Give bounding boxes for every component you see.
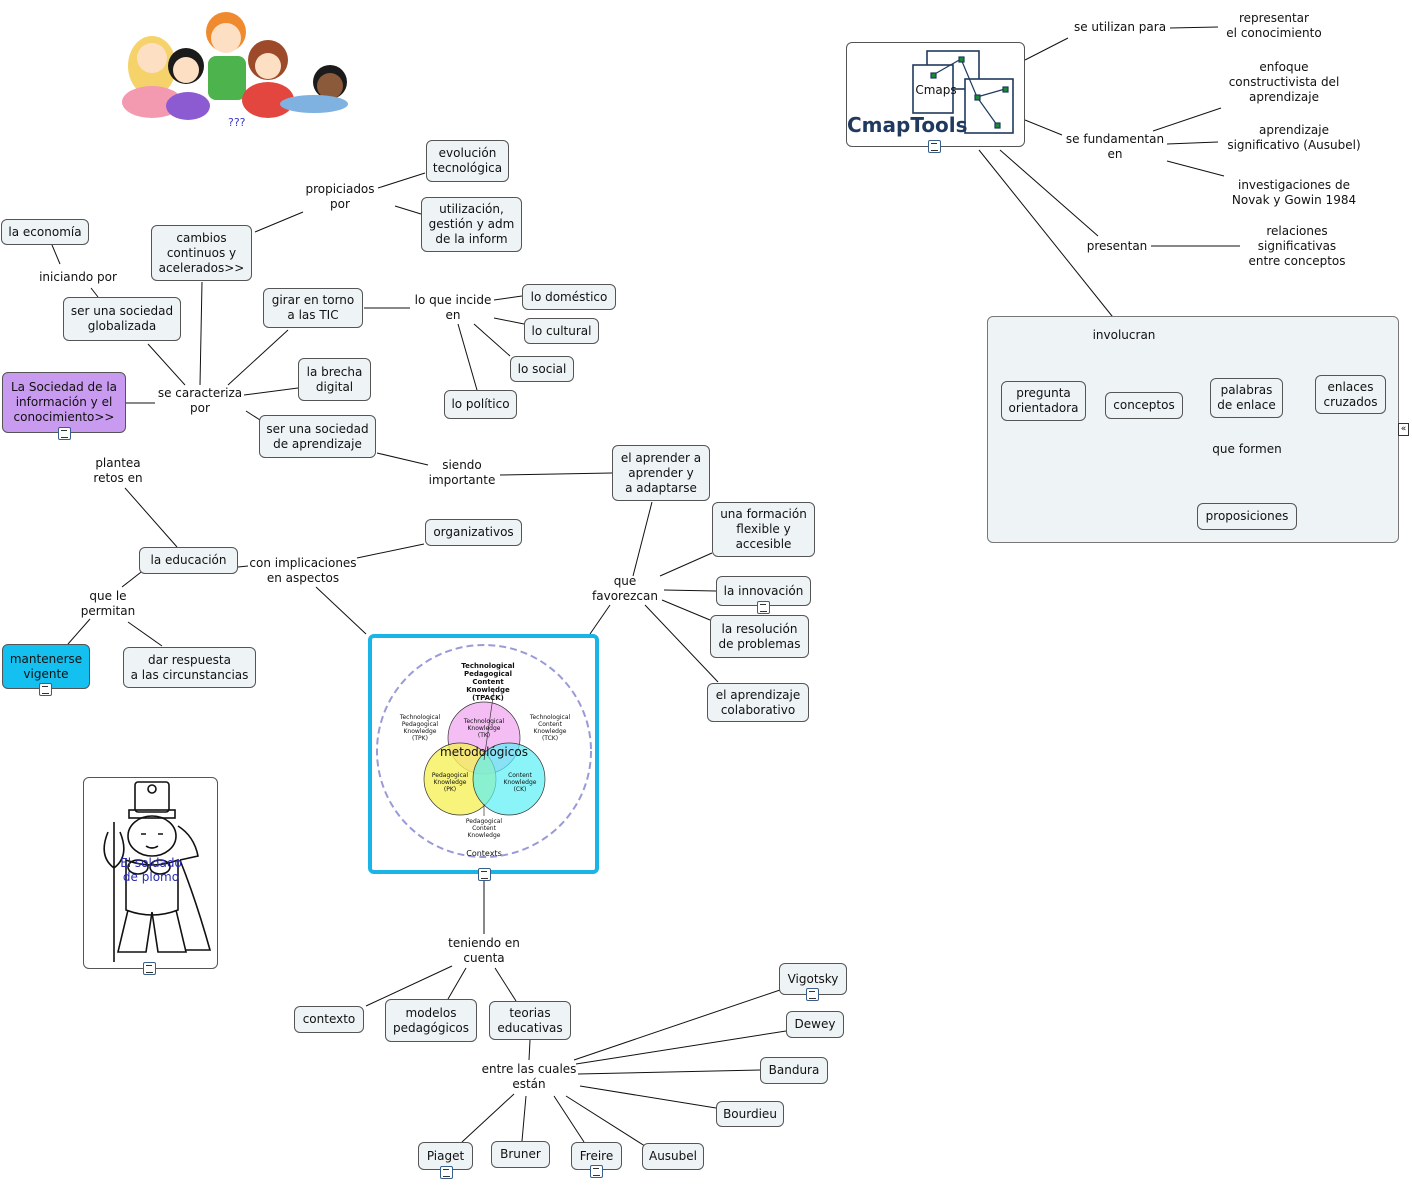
concept-cmaps-logo-image[interactable]: CmapTools Cmaps	[846, 42, 1025, 147]
concept-lo-cultural[interactable]: lo cultural	[524, 318, 599, 344]
tpack-pck-label: Pedagogical Content Knowledge	[465, 818, 503, 839]
concept-la-economia[interactable]: la economía	[1, 219, 89, 245]
tpack-tpk-label: Technological Pedagogical Knowledge (TPK…	[399, 714, 441, 742]
tpack-tk-label: Technological Knowledge (TK)	[463, 718, 505, 739]
concept-utilizacion-informacion[interactable]: utilización, gestión y adm de la inform	[421, 197, 522, 252]
concept-dewey[interactable]: Dewey	[786, 1011, 844, 1038]
concept-teorias-educativas[interactable]: teorias educativas	[489, 1001, 571, 1040]
concept-metodologicos-tpack-image[interactable]: Technological Pedagogical Content Knowle…	[368, 634, 599, 874]
tpack-pk-label: Pedagogical Knowledge (PK)	[431, 772, 469, 793]
link-propiciados-por: propiciados por	[305, 182, 375, 211]
document-icon[interactable]	[478, 868, 491, 881]
tpack-top-label: Technological Pedagogical Content Knowle…	[461, 662, 515, 702]
link-lo-que-incide-en: lo que incide en	[414, 293, 492, 322]
link-con-implicaciones: con implicaciones en aspectos	[249, 556, 357, 585]
concept-ausubel[interactable]: Ausubel	[642, 1143, 704, 1170]
concept-lo-politico[interactable]: lo político	[444, 390, 517, 419]
concept-sociedad-aprendizaje[interactable]: ser una sociedad de aprendizaje	[259, 415, 376, 458]
concept-organizativos[interactable]: organizativos	[425, 519, 522, 546]
concept-la-educacion[interactable]: la educación	[139, 547, 238, 574]
concept-contexto[interactable]: contexto	[294, 1006, 364, 1033]
concept-cambios-continuos[interactable]: cambios continuos y acelerados>>	[151, 225, 252, 281]
document-icon[interactable]	[590, 1165, 603, 1178]
concept-bourdieu[interactable]: Bourdieu	[716, 1101, 784, 1127]
document-icon[interactable]	[806, 988, 819, 1001]
link-se-caracteriza-por: se caracteriza por	[157, 386, 243, 415]
concept-girar-tic[interactable]: girar en torno a las TIC	[263, 288, 363, 328]
concept-palabras-de-enlace[interactable]: palabras de enlace	[1210, 378, 1283, 418]
document-icon[interactable]	[928, 140, 941, 153]
link-plantea-retos-en: plantea retos en	[93, 456, 143, 485]
link-que-formen: que formen	[1212, 441, 1282, 456]
document-icon[interactable]	[39, 683, 52, 696]
link-entre-las-cuales-estan: entre las cuales están	[481, 1062, 577, 1091]
concept-soldado-de-plomo-image[interactable]: El soldado de plomo	[83, 777, 218, 969]
concept-proposiciones[interactable]: proposiciones	[1197, 503, 1297, 530]
kids-caption: ???	[228, 116, 246, 128]
cmaptools-wordmark: CmapTools	[847, 113, 968, 137]
concept-bruner[interactable]: Bruner	[491, 1141, 550, 1168]
concept-formacion-flexible[interactable]: una formación flexible y accesible	[712, 502, 815, 557]
document-icon[interactable]	[440, 1166, 453, 1179]
cmaptools-logo	[912, 50, 1014, 134]
concept-aprender-adaptarse[interactable]: el aprender a aprender y a adaptarse	[612, 445, 710, 501]
concept-aprendizaje-significativo: aprendizaje significativo (Ausubel)	[1227, 123, 1361, 152]
document-icon[interactable]	[757, 601, 770, 614]
concept-dar-respuesta[interactable]: dar respuesta a las circunstancias	[123, 647, 256, 688]
tpack-venn-diagram	[376, 644, 592, 858]
concept-lo-social[interactable]: lo social	[510, 356, 574, 382]
concept-metodologicos-label: metodológicos	[440, 745, 528, 759]
link-involucran: involucran	[1092, 327, 1156, 342]
concept-relaciones-significativas: relaciones significativas entre concepto…	[1248, 223, 1346, 268]
concept-investigaciones-novak: investigaciones de Novak y Gowin 1984	[1231, 178, 1357, 207]
concept-aprendizaje-colaborativo[interactable]: el aprendizaje colaborativo	[707, 683, 809, 722]
concept-evolucion-tecnologica[interactable]: evolución tecnológica	[426, 140, 509, 182]
concept-modelos-pedagogicos[interactable]: modelos pedagógicos	[385, 999, 477, 1042]
link-se-fundamentan-en: se fundamentan en	[1065, 132, 1165, 161]
tpack-ck-label: Content Knowledge (CK)	[503, 772, 537, 793]
concept-bandura[interactable]: Bandura	[760, 1057, 828, 1084]
document-icon[interactable]	[58, 427, 71, 440]
concept-pregunta-orientadora[interactable]: pregunta orientadora	[1001, 381, 1086, 421]
collapse-icon[interactable]: «	[1398, 423, 1409, 436]
link-se-utilizan-para: se utilizan para	[1073, 19, 1167, 34]
tpack-contexts-label: Contexts	[466, 849, 502, 858]
link-que-le-permitan: que le permitan	[80, 589, 136, 618]
children-illustration[interactable]: ???	[118, 4, 364, 128]
link-iniciando-por: iniciando por	[39, 269, 117, 284]
concept-lo-domestico[interactable]: lo doméstico	[522, 284, 616, 310]
link-teniendo-en-cuenta: teniendo en cuenta	[448, 936, 520, 965]
concept-brecha-digital[interactable]: la brecha digital	[298, 358, 371, 401]
cmap-elements-panel	[987, 316, 1399, 543]
soldado-label: El soldado de plomo	[120, 856, 182, 884]
concept-resolucion-problemas[interactable]: la resolución de problemas	[710, 615, 809, 658]
cmaps-label: Cmaps	[915, 83, 957, 97]
link-siendo-importante: siendo importante	[428, 458, 496, 487]
tpack-tck-label: Technological Content Knowledge (TCK)	[529, 714, 571, 742]
root-concept-sociedad[interactable]: La Sociedad de la información y el conoc…	[2, 372, 126, 433]
link-presentan: presentan	[1086, 238, 1148, 253]
concept-piaget[interactable]: Piaget	[418, 1142, 473, 1170]
soldier-drawing	[103, 781, 212, 962]
concept-conceptos[interactable]: conceptos	[1105, 392, 1183, 419]
concept-representar-conocimiento: representar el conocimiento	[1226, 11, 1322, 40]
link-que-favorezcan: que favorezcan	[592, 574, 658, 603]
document-icon[interactable]	[143, 962, 156, 975]
concept-enlaces-cruzados[interactable]: enlaces cruzados	[1315, 375, 1386, 414]
concept-sociedad-globalizada[interactable]: ser una sociedad globalizada	[63, 297, 181, 341]
concept-enfoque-constructivista: enfoque constructivista del aprendizaje	[1228, 59, 1340, 104]
